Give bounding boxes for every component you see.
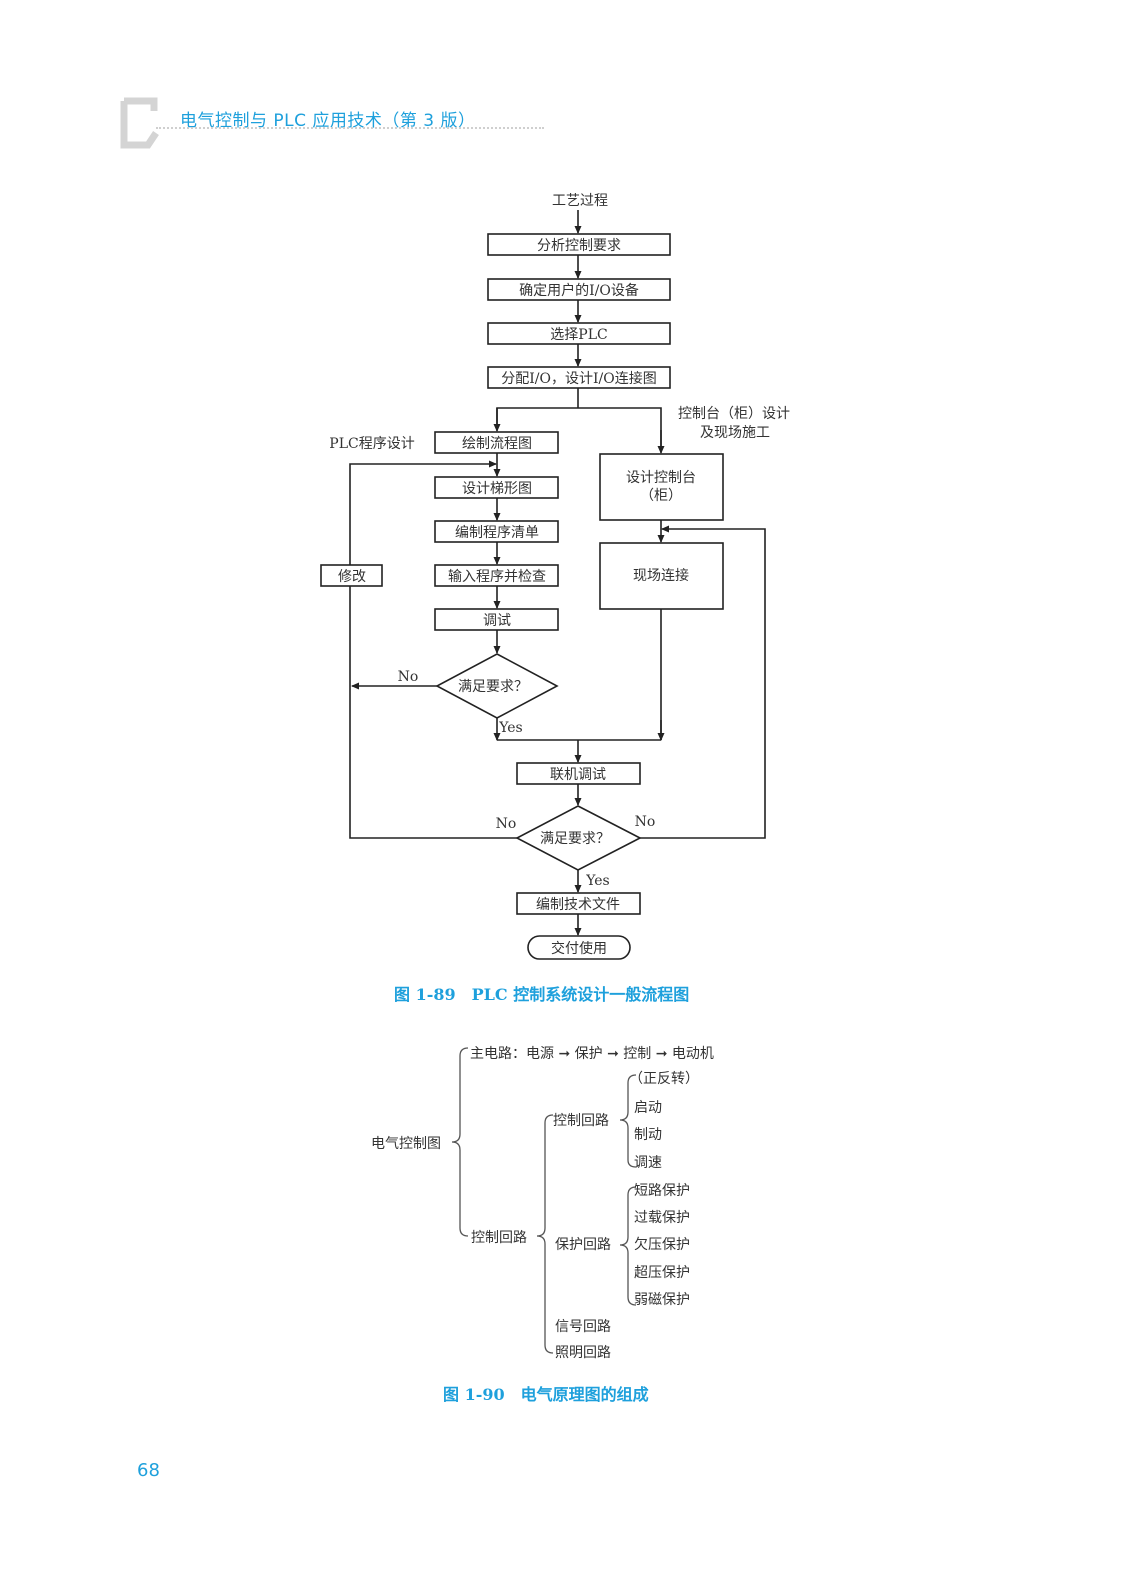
right-branch-label-2: 及现场施工 xyxy=(700,425,770,441)
figure-89-caption: 图 1-89 PLC 控制系统设计一般流程图 xyxy=(394,985,690,1004)
left-decision-no: No xyxy=(398,669,419,685)
left-step-2: 设计梯形图 xyxy=(462,481,532,497)
modify-box: 修改 xyxy=(338,569,366,585)
flow-step-2: 确定用户的I/O设备 xyxy=(519,282,639,299)
flow-step-1: 分析控制要求 xyxy=(537,238,621,254)
tree-root: 电气控制图 xyxy=(371,1136,441,1152)
left-step-5: 调试 xyxy=(483,613,511,629)
joint-test-step: 联机调试 xyxy=(550,767,606,783)
left-step-3: 编制程序清单 xyxy=(455,525,539,541)
tree-protection-item: 弱磁保护 xyxy=(634,1292,690,1308)
tree-protection-item: 短路保护 xyxy=(634,1183,690,1199)
final-decision-no-right: No xyxy=(635,814,656,830)
right-branch-label-1: 控制台（柜）设计 xyxy=(678,406,790,422)
tree-main-circuit: 主电路：电源 ➞ 保护 ➞ 控制 ➞ 电动机 xyxy=(470,1046,714,1062)
tree-protection-loop: 保护回路 xyxy=(555,1237,611,1253)
flow-start-label: 工艺过程 xyxy=(552,193,608,209)
tree-control-item: 制动 xyxy=(634,1127,662,1143)
tree-lighting-circuit: 照明回路 xyxy=(555,1345,611,1361)
header-bracket-icon xyxy=(120,97,159,149)
end-terminal: 交付使用 xyxy=(551,940,607,957)
tree-protection-item: 欠压保护 xyxy=(634,1237,690,1253)
book-title: 电气控制与 PLC 应用技术（第 3 版） xyxy=(180,111,476,131)
tree-control-item: （正反转） xyxy=(629,1071,699,1087)
left-decision-yes: Yes xyxy=(498,720,523,736)
left-step-4: 输入程序并检查 xyxy=(448,569,546,585)
right-box1-line2: （柜） xyxy=(640,488,682,504)
right-box2: 现场连接 xyxy=(633,567,689,584)
plc-program-branch-label: PLC程序设计 xyxy=(329,436,414,452)
right-box1-line1: 设计控制台 xyxy=(626,470,696,486)
tree-protection-item: 超压保护 xyxy=(634,1265,690,1281)
left-decision: 满足要求？ xyxy=(458,679,528,695)
final-decision: 满足要求？ xyxy=(540,831,610,847)
flow-step-3: 选择PLC xyxy=(550,327,607,343)
figure-90-caption: 图 1-90 电气原理图的组成 xyxy=(443,1385,649,1404)
final-decision-yes: Yes xyxy=(585,873,610,889)
tree-control-circuit: 控制回路 xyxy=(471,1230,527,1246)
tree-signal-circuit: 信号回路 xyxy=(555,1319,611,1335)
flow-step-4: 分配I/O，设计I/O连接图 xyxy=(501,370,656,387)
page-number: 68 xyxy=(137,1460,160,1481)
final-decision-no-left: No xyxy=(496,816,517,832)
tree-protection-item: 过载保护 xyxy=(634,1210,690,1226)
header-divider xyxy=(156,127,544,129)
tree-control-item: 调速 xyxy=(634,1155,662,1171)
tree-control-loop: 控制回路 xyxy=(553,1113,609,1129)
tree-control-item: 启动 xyxy=(634,1100,662,1116)
left-step-1: 绘制流程图 xyxy=(462,436,532,452)
doc-step: 编制技术文件 xyxy=(536,897,620,913)
flowchart-figure-1-89: 工艺过程 分析控制要求 确定用户的I/O设备 选择PLC 分配I/O，设计I/O… xyxy=(320,193,790,960)
